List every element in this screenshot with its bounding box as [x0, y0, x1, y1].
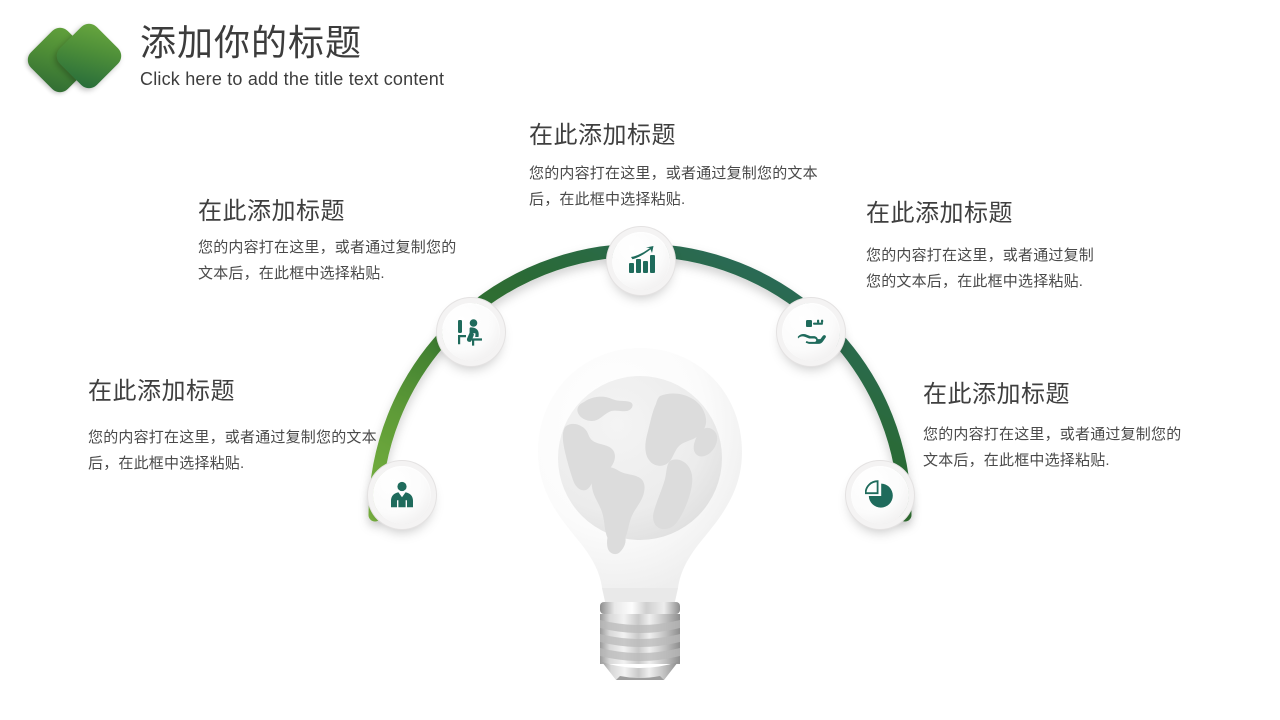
- block-body: 您的内容打在这里，或者通过复制您的文本后，在此框中选择粘贴.: [88, 428, 377, 473]
- node-lower-left[interactable]: [373, 466, 431, 524]
- pie-chart-icon: [865, 480, 895, 510]
- person-at-desk-icon: [456, 317, 486, 347]
- page-title: 添加你的标题: [140, 22, 363, 63]
- bulb-neck: [602, 588, 678, 606]
- bar-chart-growth-icon: [626, 246, 656, 276]
- block-heading: 在此添加标题: [88, 378, 235, 405]
- page-subtitle: Click here to add the title text content: [140, 69, 445, 90]
- block-heading: 在此添加标题: [529, 122, 676, 149]
- node-lower-right[interactable]: [851, 466, 909, 524]
- node-upper-left[interactable]: [442, 303, 500, 361]
- block-body: 您的内容打在这里，或者通过复制您的文本后，在此框中选择粘贴.: [923, 425, 1182, 470]
- lightbulb-with-globe: [520, 340, 760, 680]
- block-heading: 在此添加标题: [866, 200, 1013, 227]
- text-block-upper-right: 在此添加标题 您的内容打在这里，或者通过复制您的文本后，在此框中选择粘贴.: [866, 200, 1106, 295]
- text-block-lower-right: 在此添加标题 您的内容打在这里，或者通过复制您的文本后，在此框中选择粘贴.: [923, 381, 1185, 474]
- block-body: 您的内容打在这里，或者通过复制您的文本后，在此框中选择粘贴.: [198, 238, 457, 283]
- bulb-screw-base: [600, 602, 680, 680]
- two-diamonds-logo: [23, 19, 136, 102]
- header-text-group: 添加你的标题 Click here to add the title text …: [140, 22, 444, 90]
- globe-continents: [562, 393, 718, 555]
- hand-offering-icon: [796, 317, 826, 347]
- block-heading: 在此添加标题: [198, 198, 345, 225]
- text-block-top: 在此添加标题 您的内容打在这里，或者通过复制您的文本后，在此框中选择粘贴.: [529, 122, 829, 213]
- text-block-upper-left: 在此添加标题 您的内容打在这里，或者通过复制您的文本后，在此框中选择粘贴.: [198, 198, 466, 287]
- block-body: 您的内容打在这里，或者通过复制您的文本后，在此框中选择粘贴.: [866, 246, 1095, 291]
- slide-header: 添加你的标题 Click here to add the title text …: [0, 0, 1280, 120]
- node-upper-right[interactable]: [782, 303, 840, 361]
- text-block-left: 在此添加标题 您的内容打在这里，或者通过复制您的文本后，在此框中选择粘贴.: [88, 378, 378, 477]
- node-top[interactable]: [612, 232, 670, 290]
- businessperson-icon: [387, 480, 417, 510]
- block-body: 您的内容打在这里，或者通过复制您的文本后，在此框中选择粘贴.: [529, 164, 818, 209]
- block-heading: 在此添加标题: [923, 381, 1070, 408]
